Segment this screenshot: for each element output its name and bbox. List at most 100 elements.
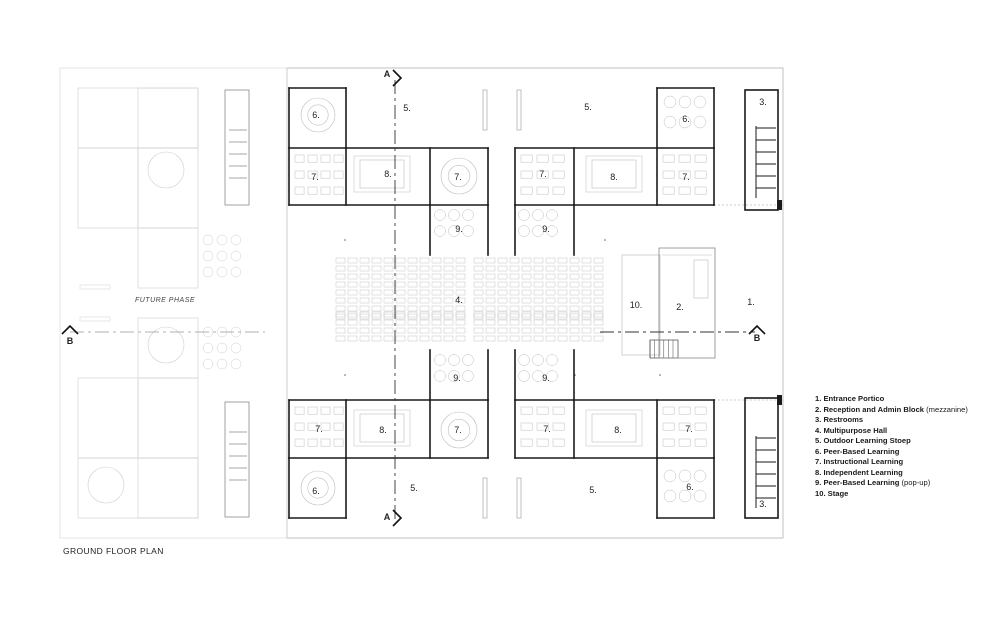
desk [552, 406, 565, 415]
hall-seat [455, 327, 466, 334]
hall-seat [443, 265, 454, 272]
desk [662, 186, 675, 195]
lounge-seating [353, 155, 411, 193]
legend-item: 9. Peer-Based Learning (pop-up) [815, 478, 995, 489]
hall-seat [545, 327, 556, 334]
hall-seat [431, 297, 442, 304]
hall-seat [545, 281, 556, 288]
stool [693, 115, 707, 129]
column-dot [604, 239, 606, 241]
hall-seat [533, 265, 544, 272]
hall-seat [395, 311, 406, 318]
hall-seat [407, 273, 418, 280]
legend-number: 8. [815, 467, 824, 477]
hall-seat [431, 265, 442, 272]
hall-seat [509, 335, 520, 342]
hall-seat [347, 281, 358, 288]
future-stool [230, 250, 242, 262]
stool [678, 95, 692, 109]
stool [693, 469, 707, 483]
stool [518, 370, 530, 382]
hall-seat [335, 335, 346, 342]
desk [307, 406, 318, 415]
stool [448, 209, 460, 221]
lounge-table [359, 413, 405, 443]
desk [333, 186, 344, 195]
hall-seat [419, 273, 430, 280]
stool [546, 225, 558, 237]
hall-seat [395, 257, 406, 264]
room-label-3: 3. [759, 499, 767, 509]
future-stool [202, 266, 214, 278]
hall-seat [359, 327, 370, 334]
hall-seat [581, 335, 592, 342]
hall-seat [545, 305, 556, 312]
hall-seat [419, 311, 430, 318]
desk [678, 154, 691, 163]
section-marker-b-left: B [67, 336, 74, 346]
desk [294, 438, 305, 447]
room-label-7: 7. [539, 169, 547, 179]
room-label-9: 9. [542, 373, 550, 383]
hall-seat [545, 311, 556, 318]
hall-seat [359, 313, 370, 320]
legend-name: Entrance Portico [823, 394, 885, 403]
hall-seat [371, 289, 382, 296]
hall-seat [335, 327, 346, 334]
hall-seat [335, 305, 346, 312]
hall-seat [545, 273, 556, 280]
hall-seat [359, 265, 370, 272]
hall-seat [593, 335, 604, 342]
stoep-bench [482, 89, 488, 131]
hall-seat [407, 319, 418, 326]
hall-seat [371, 305, 382, 312]
hall-seat [431, 281, 442, 288]
hall-seat [335, 313, 346, 320]
hall-seat [521, 265, 532, 272]
stool [434, 225, 446, 237]
hall-seat [371, 319, 382, 326]
hall-seat [371, 257, 382, 264]
legend-name: Multipurpose Hall [823, 425, 888, 435]
hall-seat [407, 327, 418, 334]
lounge-table [591, 413, 637, 443]
legend-number: 1. [815, 394, 824, 403]
future-room [137, 87, 199, 149]
hall-seat [509, 265, 520, 272]
hall-seat [569, 319, 580, 326]
legend-number: 5. [815, 436, 824, 445]
hall-seat [359, 273, 370, 280]
hall-seat [431, 257, 442, 264]
hall-seat [347, 273, 358, 280]
restroom-wall [744, 397, 779, 519]
hall-seat [455, 319, 466, 326]
stool [448, 225, 460, 237]
room-label-7: 7. [543, 424, 551, 434]
future-bench [79, 316, 111, 322]
hall-seat [485, 335, 496, 342]
legend-item: 1. Entrance Portico [815, 394, 995, 405]
hall-seat [455, 305, 466, 312]
hall-seat [581, 327, 592, 334]
hall-seat [545, 257, 556, 264]
legend-number: 2. [815, 404, 824, 414]
room-label-7: 7. [454, 425, 462, 435]
column [777, 395, 782, 405]
legend-number: 6. [815, 446, 824, 456]
legend-name: Peer-Based Learning [823, 478, 900, 487]
desk [294, 154, 305, 163]
hall-seat [557, 335, 568, 342]
desk [333, 154, 344, 163]
room-label-8: 8. [384, 169, 392, 179]
desk [333, 422, 344, 431]
hall-seat [473, 257, 484, 264]
hall-seat [497, 257, 508, 264]
hall-seat [533, 297, 544, 304]
hall-seat [383, 297, 394, 304]
hall-seat [533, 289, 544, 296]
round-table-inner [447, 418, 471, 442]
legend-name: Independent Learning [823, 467, 903, 477]
future-stool [216, 342, 228, 354]
hall-seat [581, 313, 592, 320]
